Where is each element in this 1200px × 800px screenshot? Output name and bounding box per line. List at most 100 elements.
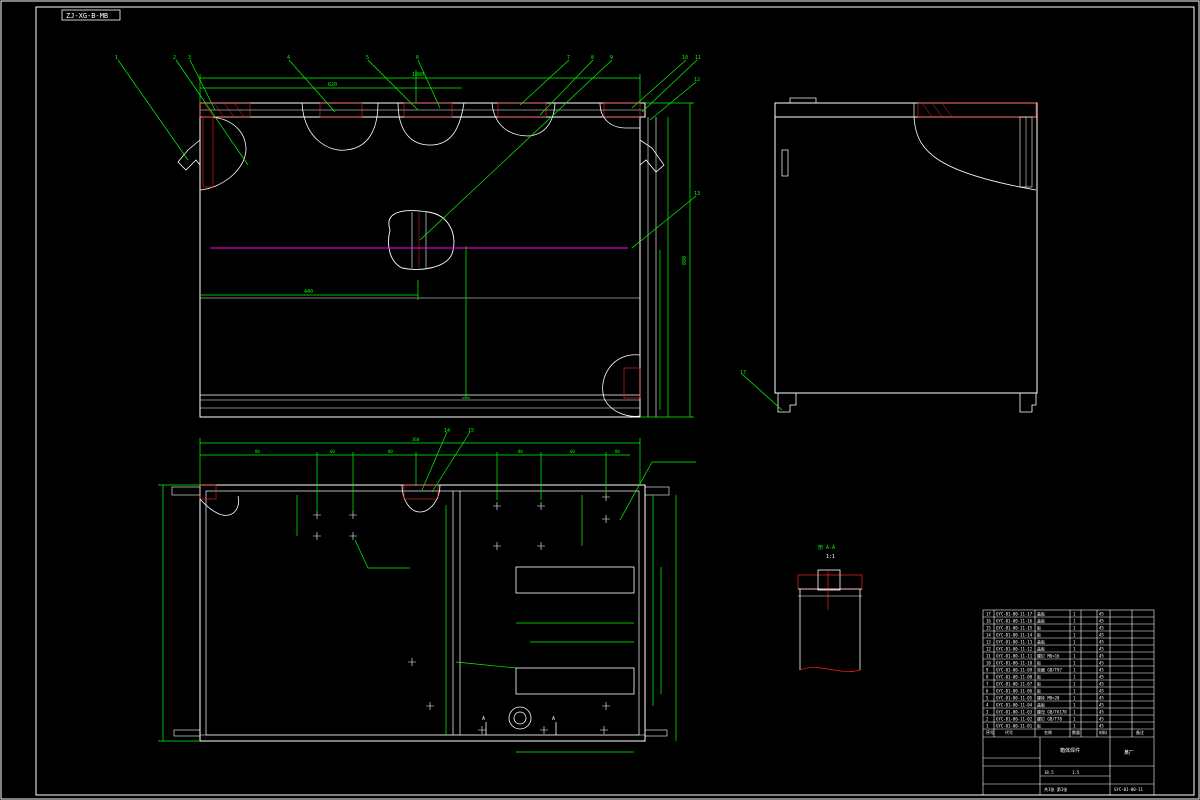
plan-dim-5: 60	[570, 449, 575, 454]
bom-cell-qty: 1	[1073, 668, 1076, 673]
bom-header-name: 名称	[1044, 729, 1052, 735]
bom-cell-code: GYC-01-00-11-03	[996, 710, 1033, 715]
title-block-text: 箱体焊件 某厂 18.5 1:5 共1张 第1张 GYC-01-00-11 序号…	[986, 729, 1144, 792]
front-balloon-labels: 1 2 3 4 5 6 7 8 9 10 11 12 13	[115, 55, 701, 197]
bom-cell-no: 14	[986, 633, 991, 638]
bom-cell-name: 板	[1037, 688, 1041, 694]
bom-cell-mat: 45	[1099, 640, 1104, 645]
bom-cell-no: 8	[986, 675, 989, 680]
bom-cell-no: 16	[986, 619, 991, 624]
dim-front-mid: 440	[304, 289, 313, 295]
balloon-3: 3	[188, 55, 191, 61]
bom-cell-name: 螺钉 GB/T70	[1037, 716, 1062, 722]
bom-cell-no: 2	[986, 717, 989, 722]
title-part-name: 箱体焊件	[1060, 747, 1080, 754]
section-marker-a-left: A	[482, 716, 485, 722]
bom-cell-qty: 1	[1073, 633, 1076, 638]
title-scale: 1:5	[1072, 770, 1080, 775]
bom-cell-code: GYC-01-00-11-14	[996, 633, 1033, 638]
title-sheet: 共1张 第1张	[1044, 786, 1067, 792]
bom-cell-no: 7	[986, 682, 989, 687]
bom-cell-no: 12	[986, 647, 991, 652]
bom-cell-qty: 1	[1073, 647, 1076, 652]
bom-cell-mat: 45	[1099, 661, 1104, 666]
bom-cell-code: GYC-01-00-11-13	[996, 640, 1033, 645]
balloon-5: 5	[366, 55, 369, 61]
balloon-1: 1	[115, 55, 118, 61]
bom-cell-no: 10	[986, 661, 991, 666]
bom-cell-name: 螺栓 M8×20	[1037, 695, 1060, 701]
balloon-12: 12	[694, 77, 700, 83]
balloon-9: 9	[610, 55, 613, 61]
bom-cell-qty: 1	[1073, 640, 1076, 645]
dim-front-width: 1080	[412, 72, 424, 78]
bom-cell-code: GYC-01-00-11-12	[996, 647, 1033, 652]
bom-cell-code: GYC-01-00-11-15	[996, 626, 1033, 631]
bom-cell-no: 9	[986, 668, 989, 673]
bom-cell-name: 螺母 GB/T6170	[1037, 709, 1067, 715]
bom-cell-mat: 45	[1099, 675, 1104, 680]
bom-cell-mat: 45	[1099, 710, 1104, 715]
plan-leaders	[421, 431, 471, 493]
plan-dim-3: 360	[412, 437, 420, 442]
bom-cell-code: GYC-01-00-11-02	[996, 717, 1033, 722]
bom-cell-mat: 45	[1099, 647, 1104, 652]
bom-cell-name: 盖板	[1037, 618, 1045, 624]
bom-cell-qty: 1	[1073, 724, 1076, 729]
bom-cell-qty: 1	[1073, 619, 1076, 624]
balloon-14: 14	[444, 428, 450, 434]
plan-dim-1: 60	[330, 449, 335, 454]
bom-cell-name: 盖板	[1037, 611, 1045, 617]
bom-cell-name: 垫圈 GB/T97	[1037, 667, 1062, 673]
front-leaders	[117, 59, 698, 249]
bom-cell-code: GYC-01-00-11-17	[996, 612, 1033, 617]
bom-cell-code: GYC-01-00-11-11	[996, 654, 1033, 659]
plan-dim-4: 80	[518, 449, 523, 454]
balloon-2: 2	[173, 55, 176, 61]
title-company: 某厂	[1124, 750, 1134, 756]
sheet-inner-border	[35, 6, 1195, 796]
bom-cell-code: GYC-01-00-11-06	[996, 689, 1033, 694]
bom-cell-mat: 45	[1099, 626, 1104, 631]
side-view	[741, 97, 1038, 413]
bom-cell-qty: 1	[1073, 703, 1076, 708]
bom-cell-name: 板	[1037, 723, 1041, 729]
bom-cell-code: GYC-01-00-11-05	[996, 696, 1033, 701]
title-mass: 18.5	[1044, 770, 1054, 775]
balloon-11: 11	[695, 55, 701, 61]
plan-dim-6: 80	[615, 449, 620, 454]
balloon-15: 15	[468, 428, 474, 434]
bom-cell-code: GYC-01-00-11-08	[996, 675, 1033, 680]
bom-cell-name: 盖板	[1037, 646, 1045, 652]
plan-dim-0: 80	[255, 449, 260, 454]
bom-cell-mat: 45	[1099, 668, 1104, 673]
plan-view-dimensions	[158, 438, 696, 753]
dim-front-height: 880	[682, 256, 688, 265]
bom-cell-mat: 45	[1099, 612, 1104, 617]
bom-cell-name: 板	[1037, 660, 1041, 666]
front-dim-texts: 1080 620 440 880	[304, 72, 688, 295]
bom-cell-name: 板	[1037, 674, 1041, 680]
bom-cell-qty: 1	[1073, 612, 1076, 617]
bom-cell-mat: 45	[1099, 633, 1104, 638]
bom-cell-mat: 45	[1099, 689, 1104, 694]
balloon-4: 4	[287, 55, 290, 61]
title-drawing-no: GYC-01-00-11	[1114, 787, 1143, 792]
drawing-code-text: ZJ-XG-B-MB	[66, 12, 108, 20]
front-view	[177, 102, 665, 418]
bom-cell-code: GYC-01-00-11-16	[996, 619, 1033, 624]
bom-cell-name: 盖板	[1037, 702, 1045, 708]
plan-dim-2: 80	[388, 449, 393, 454]
bom-cell-no: 13	[986, 640, 991, 645]
plan-view	[171, 484, 670, 742]
balloon-10: 10	[682, 55, 688, 61]
bom-header-note: 备注	[1136, 729, 1144, 735]
bom-cell-no: 6	[986, 689, 989, 694]
bom-header-code: 代号	[1005, 729, 1013, 735]
balloon-17-side: 17	[740, 370, 746, 376]
bom-cell-name: 螺钉 M6×16	[1037, 653, 1060, 659]
section-a-a: 剖 A-A 1:1	[797, 544, 863, 672]
bom-cell-qty: 1	[1073, 682, 1076, 687]
